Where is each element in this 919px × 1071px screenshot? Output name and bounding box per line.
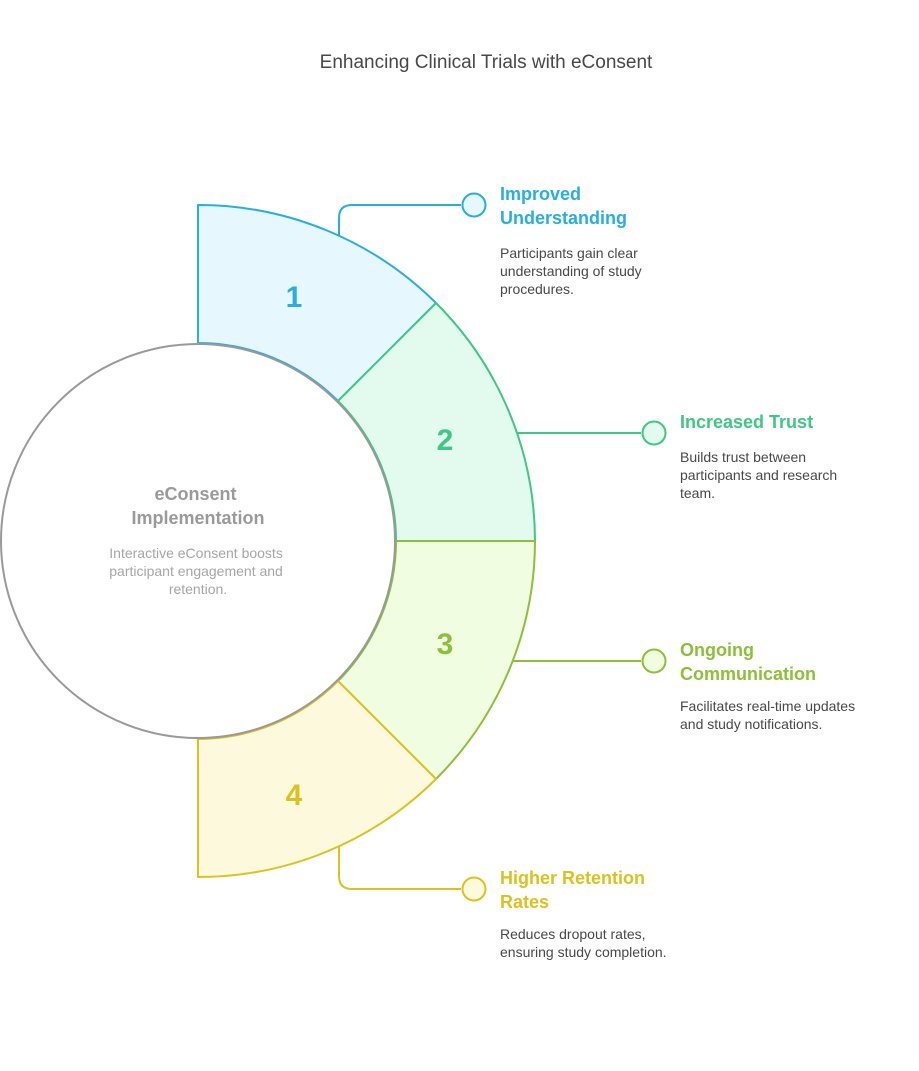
diagram-title: Enhancing Clinical Trials with eConsent xyxy=(320,52,653,73)
center-title-line: eConsent xyxy=(154,484,236,504)
item-3-title: Ongoing Communication xyxy=(680,640,816,684)
connector-1-dot xyxy=(461,192,487,218)
connector-3-dot xyxy=(641,648,667,674)
segment-4-number: 4 xyxy=(286,779,303,812)
item-1-title-line: Improved xyxy=(500,184,581,204)
segment-1-number: 1 xyxy=(286,281,303,314)
item-1-description-line: procedures. xyxy=(500,281,574,297)
item-4-description-line: ensuring study completion. xyxy=(500,944,667,960)
item-2-title: Increased Trust xyxy=(680,412,813,432)
item-1-description: Participants gain clear understanding of… xyxy=(500,245,646,297)
connector-4-dot xyxy=(461,876,487,902)
item-4-title: Higher Retention Rates xyxy=(500,868,650,912)
item-3-description: Facilitates real-time updates and study … xyxy=(680,698,859,732)
connector-2-dot xyxy=(641,420,667,446)
item-2-description-line: participants and research xyxy=(680,467,837,483)
item-1-title-line: Understanding xyxy=(500,208,627,228)
center-description-line: participant engagement and xyxy=(109,563,283,579)
center-description: Interactive eConsent boosts participant … xyxy=(109,545,286,597)
segment-3-number: 3 xyxy=(437,628,454,661)
item-4-title-line: Higher Retention xyxy=(500,868,645,888)
item-1-description-line: Participants gain clear xyxy=(500,245,638,261)
item-1-description-line: understanding of study xyxy=(500,263,642,279)
item-1-title: Improved Understanding xyxy=(500,184,627,228)
item-4-description-line: Reduces dropout rates, xyxy=(500,926,646,942)
item-2-description: Builds trust between participants and re… xyxy=(680,449,841,501)
item-2-title-line: Increased Trust xyxy=(680,412,813,432)
item-3-description-line: and study notifications. xyxy=(680,716,822,732)
center-circle xyxy=(0,343,396,739)
item-3-title-line: Ongoing xyxy=(680,640,754,660)
center-description-line: Interactive eConsent boosts xyxy=(109,545,283,561)
item-3-description-line: Facilitates real-time updates xyxy=(680,698,855,714)
center-title-line: Implementation xyxy=(131,508,264,528)
item-4-title-line: Rates xyxy=(500,892,549,912)
item-3-title-line: Communication xyxy=(680,664,816,684)
item-2-description-line: team. xyxy=(680,485,715,501)
segment-2-number: 2 xyxy=(437,424,454,457)
center-title: eConsent Implementation xyxy=(131,484,264,528)
center-description-line: retention. xyxy=(169,581,227,597)
connector-4 xyxy=(338,846,461,890)
connector-1 xyxy=(338,204,461,236)
item-4-description: Reduces dropout rates, ensuring study co… xyxy=(500,926,667,960)
item-2-description-line: Builds trust between xyxy=(680,449,806,465)
